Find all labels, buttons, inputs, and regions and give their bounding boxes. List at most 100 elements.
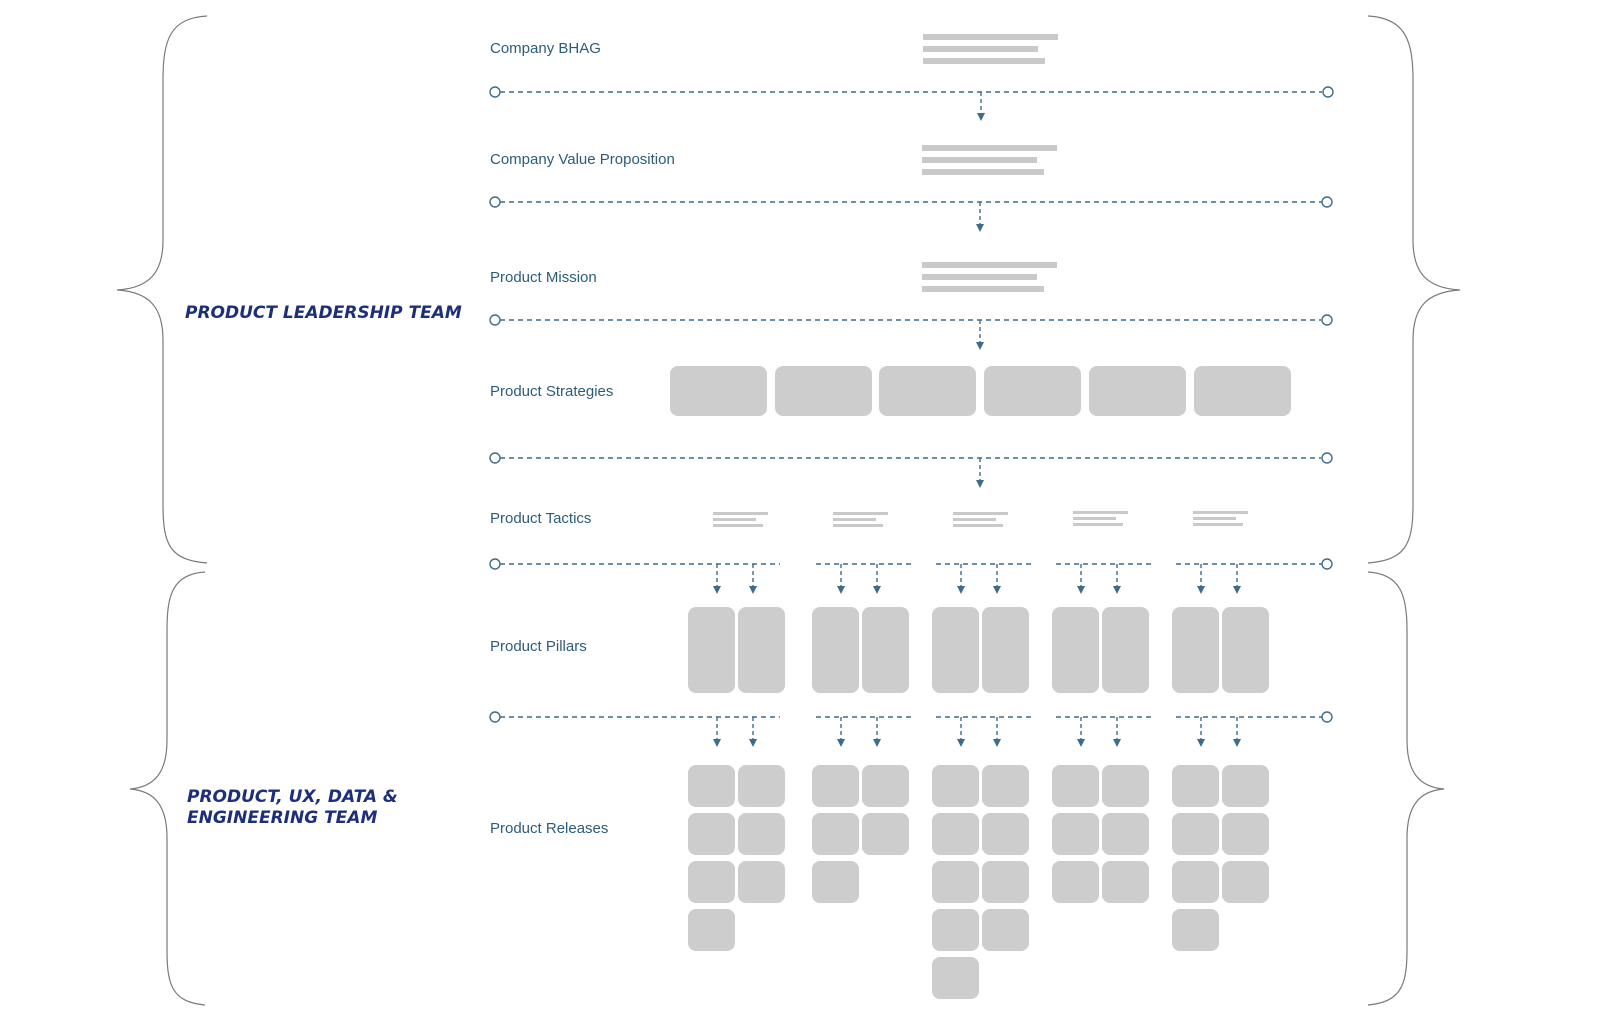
connector-bhag-to-value-proposition: [489, 86, 1334, 121]
bhag-text-placeholder: [923, 34, 1058, 64]
release-box: [982, 909, 1029, 951]
pillar-box: [862, 607, 909, 693]
release-box: [982, 861, 1029, 903]
connector-pillars-to-releases-arrow-head: [873, 739, 881, 747]
release-box: [688, 909, 735, 951]
release-box: [1222, 861, 1269, 903]
release-box: [932, 813, 979, 855]
tactic-placeholder: [713, 512, 768, 527]
strategy-boxes: [670, 366, 1291, 416]
right-brace-delivery: [1367, 571, 1445, 1006]
release-box: [1172, 909, 1219, 951]
pillar-box: [738, 607, 785, 693]
row-label-bhag: Company BHAG: [490, 40, 601, 57]
release-box: [688, 765, 735, 807]
tactic-placeholder: [1073, 511, 1128, 526]
release-box: [1102, 813, 1149, 855]
pillar-and-release-layer: [489, 558, 1333, 999]
pillar-box: [1102, 607, 1149, 693]
team-label-leadership-line: PRODUCT LEADERSHIP TEAM: [185, 303, 462, 323]
release-box: [1222, 765, 1269, 807]
strategy-box: [1089, 366, 1186, 416]
pillar-box: [932, 607, 979, 693]
release-box: [932, 861, 979, 903]
release-box: [982, 813, 1029, 855]
connector-tactics-to-pillars-arrow-head: [957, 586, 965, 594]
connector-pillars-to-releases-arrow-head: [713, 739, 721, 747]
release-box: [688, 861, 735, 903]
connector-tactics-to-pillars-arrow-head: [713, 586, 721, 594]
release-box: [812, 813, 859, 855]
connector-pillars-to-releases-arrow-head: [749, 739, 757, 747]
connector-pillars-to-releases-arrow-head: [993, 739, 1001, 747]
release-box: [688, 813, 735, 855]
pillar-box: [1222, 607, 1269, 693]
tactic-placeholder: [833, 512, 888, 527]
team-label-delivery-line-2: ENGINEERING TEAM: [187, 808, 377, 828]
connector-tactics-to-pillars-arrow-head: [1077, 586, 1085, 594]
strategy-box: [879, 366, 976, 416]
connector-mission-to-strategies: [489, 314, 1333, 350]
connector-pillars-to-releases-arrow-head: [1197, 739, 1205, 747]
tactic-placeholder: [1193, 511, 1248, 526]
release-box: [862, 813, 909, 855]
connector-value-proposition-to-mission: [489, 196, 1333, 232]
connector-tactics-to-pillars-start-node: [489, 558, 501, 570]
release-box: [932, 765, 979, 807]
release-box: [1052, 861, 1099, 903]
pillar-box: [982, 607, 1029, 693]
connector-pillars-to-releases-arrow-head: [957, 739, 965, 747]
pillar-box: [812, 607, 859, 693]
connector-tactics-to-pillars-arrow-head: [1197, 586, 1205, 594]
pillar-box: [1172, 607, 1219, 693]
release-box: [1102, 765, 1149, 807]
strategy-box: [670, 366, 767, 416]
release-box: [1052, 813, 1099, 855]
release-box: [1052, 765, 1099, 807]
row-label-mission: Product Mission: [490, 269, 597, 286]
tactic-placeholder: [953, 512, 1008, 527]
value-proposition-text-placeholder: [922, 145, 1057, 175]
row-label-tactics: Product Tactics: [490, 510, 591, 527]
strategy-box: [984, 366, 1081, 416]
pillar-box: [688, 607, 735, 693]
team-label-delivery-line-1: PRODUCT, UX, DATA &: [187, 787, 398, 807]
release-box: [932, 957, 979, 999]
release-box: [982, 765, 1029, 807]
mission-text-placeholder: [922, 262, 1057, 292]
team-label-leadership: PRODUCT LEADERSHIP TEAM: [185, 303, 462, 323]
connector-strategies-to-tactics: [489, 452, 1333, 488]
release-box: [1102, 861, 1149, 903]
release-box: [812, 861, 859, 903]
release-box: [1172, 765, 1219, 807]
release-box: [812, 765, 859, 807]
row-label-releases: Product Releases: [490, 820, 608, 837]
release-box: [932, 909, 979, 951]
connector-tactics-to-pillars-arrow-head: [1233, 586, 1241, 594]
pillar-box: [1052, 607, 1099, 693]
connector-pillars-to-releases-start-node: [489, 711, 501, 723]
connector-pillars-to-releases-end-node: [1321, 711, 1333, 723]
release-box: [862, 765, 909, 807]
right-brace-leadership: [1367, 15, 1461, 564]
connector-tactics-to-pillars-arrow-head: [1113, 586, 1121, 594]
team-label-delivery: PRODUCT, UX, DATA & ENGINEERING TEAM: [187, 787, 404, 828]
connector-tactics-to-pillars-arrow-head: [873, 586, 881, 594]
connector-pillars-to-releases-arrow-head: [837, 739, 845, 747]
connector-pillars-to-releases-arrow-head: [1077, 739, 1085, 747]
release-box: [1222, 813, 1269, 855]
row-label-strategies: Product Strategies: [490, 383, 613, 400]
connector-pillars-to-releases-arrow-head: [1233, 739, 1241, 747]
connector-tactics-to-pillars-arrow-head: [749, 586, 757, 594]
left-brace-leadership: [116, 15, 208, 564]
release-box: [738, 813, 785, 855]
strategy-box: [1194, 366, 1291, 416]
connector-pillars-to-releases-arrow-head: [1113, 739, 1121, 747]
row-label-pillars: Product Pillars: [490, 638, 587, 655]
connector-tactics-to-pillars-arrow-head: [993, 586, 1001, 594]
left-brace-delivery: [129, 571, 206, 1006]
row-label-value-proposition: Company Value Proposition: [490, 151, 675, 168]
connector-tactics-to-pillars-arrow-head: [837, 586, 845, 594]
connector-tactics-to-pillars-end-node: [1321, 558, 1333, 570]
